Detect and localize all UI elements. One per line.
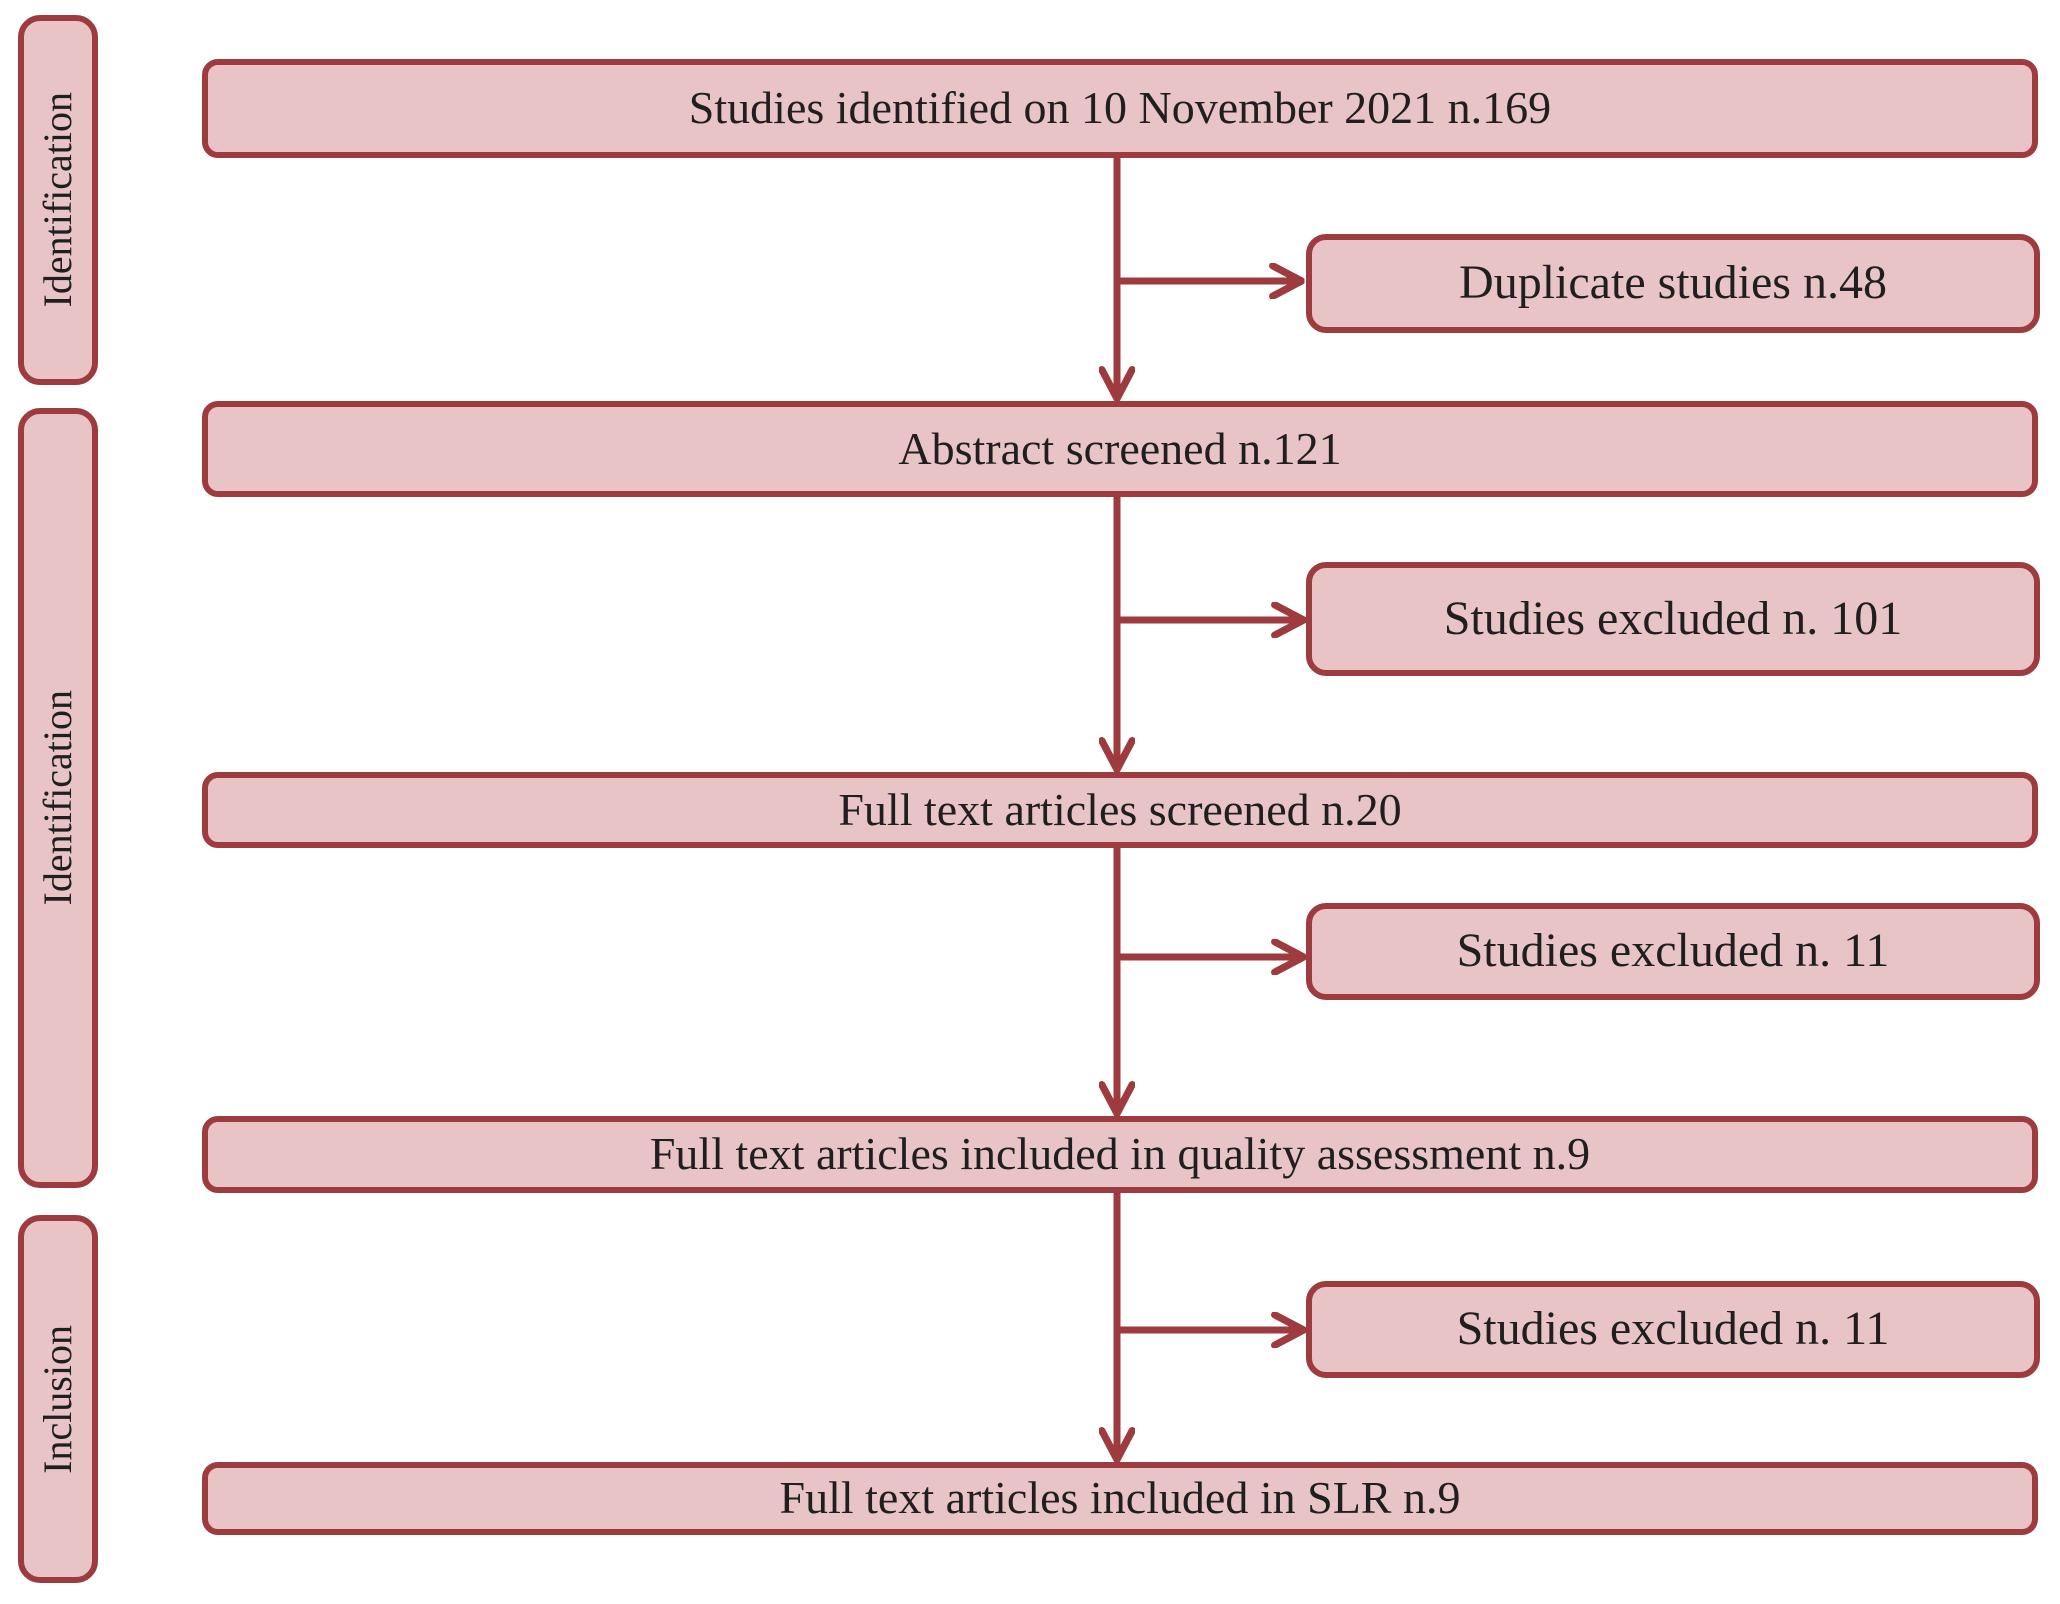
exclusion-box-fulltext-excluded: Studies excluded n. 11 [1306, 903, 2040, 1000]
flow-box-abstract-screened: Abstract screened n.121 [202, 401, 2038, 497]
exclusion-box-abstract-excluded-label: Studies excluded n. 101 [1443, 591, 1903, 645]
exclusion-box-quality-excluded: Studies excluded n. 11 [1306, 1281, 2040, 1378]
flow-box-fulltext-screened-label: Full text articles screened n.20 [838, 783, 1402, 835]
stage-label-identification-1: Identification [35, 92, 80, 308]
flow-box-quality-assessment-label: Full text articles included in quality a… [649, 1128, 1591, 1180]
flow-box-studies-identified: Studies identified on 10 November 2021 n… [202, 59, 2038, 158]
flow-box-quality-assessment: Full text articles included in quality a… [202, 1116, 2038, 1193]
exclusion-box-duplicates-label: Duplicate studies n.48 [1459, 256, 1887, 310]
stage-box-identification-2: Identification [18, 408, 98, 1188]
flow-box-abstract-screened-label: Abstract screened n.121 [898, 422, 1342, 474]
flow-box-included-slr-label: Full text articles included in SLR n.9 [779, 1472, 1461, 1524]
flow-box-studies-identified-label: Studies identified on 10 November 2021 n… [688, 82, 1552, 134]
stage-label-identification-2: Identification [35, 690, 80, 906]
flow-box-fulltext-screened: Full text articles screened n.20 [202, 772, 2038, 848]
exclusion-box-duplicates: Duplicate studies n.48 [1306, 234, 2040, 333]
exclusion-box-quality-excluded-label: Studies excluded n. 11 [1456, 1302, 1890, 1356]
stage-box-inclusion: Inclusion [18, 1215, 98, 1583]
flow-box-included-slr: Full text articles included in SLR n.9 [202, 1462, 2038, 1535]
stage-box-identification-1: Identification [18, 15, 98, 385]
stage-label-inclusion: Inclusion [35, 1324, 80, 1474]
exclusion-box-abstract-excluded: Studies excluded n. 101 [1306, 562, 2040, 676]
exclusion-box-fulltext-excluded-label: Studies excluded n. 11 [1456, 924, 1890, 978]
